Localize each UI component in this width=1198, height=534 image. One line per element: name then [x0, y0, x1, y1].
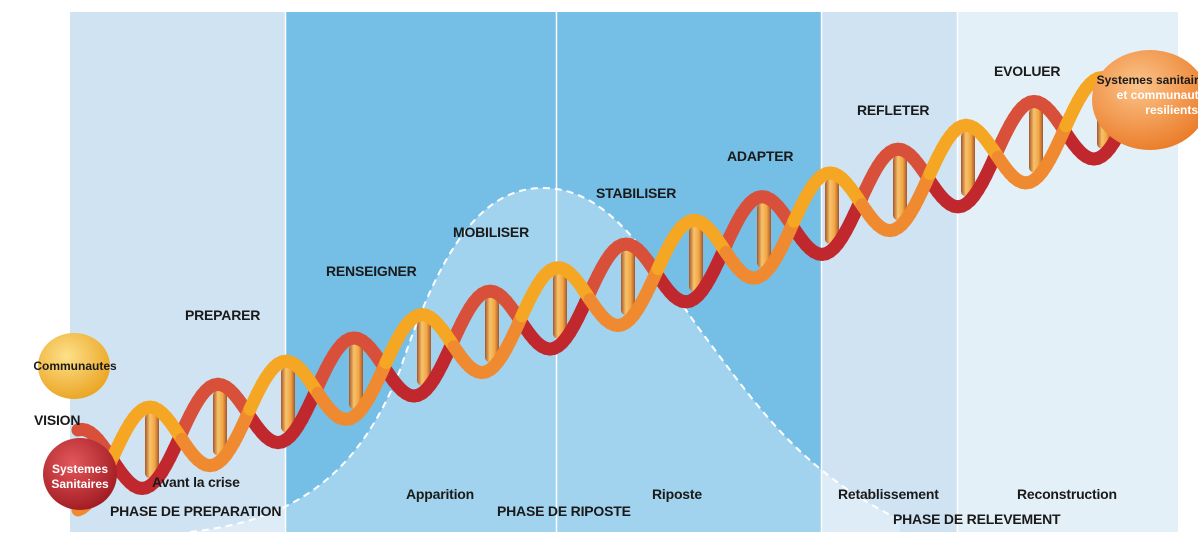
panel-retablissement	[822, 12, 957, 532]
systemes-sanitaires-label: Systemes Sanitaires	[42, 462, 118, 492]
communautes-label: Communautes	[33, 359, 117, 374]
step-label-preparer: PREPARER	[185, 307, 260, 323]
phase-label-preparation: PHASE DE PREPARATION	[110, 503, 281, 519]
zone-label-riposte: Riposte	[652, 486, 702, 502]
vision-label: VISION	[34, 412, 80, 428]
phase-label-relevement: PHASE DE RELEVEMENT	[893, 511, 1060, 527]
step-label-stabiliser: STABILISER	[596, 185, 676, 201]
resilient-line1: Systemes sanitaires	[1097, 73, 1198, 87]
step-label-adapter: ADAPTER	[727, 148, 793, 164]
resilient-line2: et communautes	[1117, 88, 1198, 102]
zone-label-avant-la-crise: Avant la crise	[152, 474, 240, 490]
step-label-evoluer: EVOLUER	[994, 63, 1060, 79]
step-label-renseigner: RENSEIGNER	[326, 263, 417, 279]
step-label-refleter: REFLETER	[857, 102, 929, 118]
phase-label-riposte: PHASE DE RIPOSTE	[497, 503, 631, 519]
zone-label-apparition: Apparition	[406, 486, 474, 502]
systemes-label-line1: Systemes	[52, 462, 108, 476]
zone-label-retablissement: Retablissement	[838, 486, 939, 502]
systemes-label-line2: Sanitaires	[51, 477, 108, 491]
zone-label-reconstruction: Reconstruction	[1017, 486, 1117, 502]
resilient-systems-label: Systemes sanitaires et communautes resil…	[1092, 73, 1198, 118]
step-label-mobiliser: MOBILISER	[453, 224, 529, 240]
resilient-line3: resilients	[1145, 103, 1198, 117]
